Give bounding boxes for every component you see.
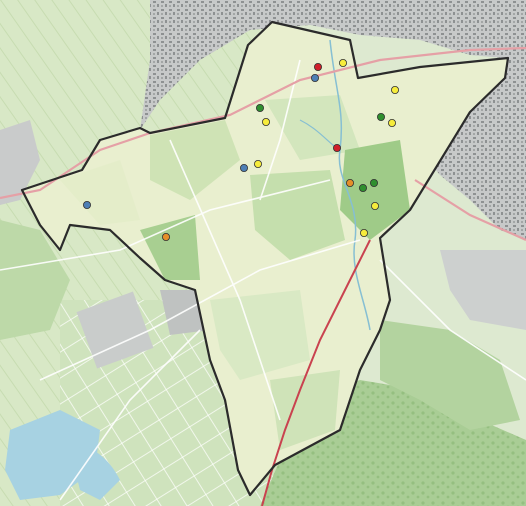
- map-marker-yellow[interactable]: [387, 119, 396, 128]
- map-marker-yellow[interactable]: [261, 118, 270, 127]
- map-marker-green[interactable]: [358, 183, 367, 192]
- map-marker-red[interactable]: [313, 63, 322, 72]
- map-marker-yellow[interactable]: [390, 86, 399, 95]
- map-marker-red[interactable]: [332, 143, 341, 152]
- map-marker-orange[interactable]: [345, 178, 354, 187]
- map-marker-blue[interactable]: [83, 200, 92, 209]
- urban-area-north: [140, 0, 526, 130]
- minor-roads: [0, 59, 526, 501]
- map-marker-yellow[interactable]: [253, 159, 262, 168]
- main-road-east: [414, 179, 526, 242]
- map-marker-blue[interactable]: [310, 74, 319, 83]
- map-marker-yellow[interactable]: [338, 59, 347, 68]
- industrial-site: [76, 291, 154, 369]
- forest-west: [0, 220, 70, 340]
- forest-east: [380, 320, 520, 430]
- markers-layer: [83, 59, 399, 241]
- study-area-green-field-2: [250, 170, 345, 260]
- study-area-green-field-4: [340, 140, 410, 240]
- study-area-green-field-7: [270, 370, 340, 450]
- study-area-green-field-8: [60, 160, 140, 225]
- map-marker-green[interactable]: [376, 113, 385, 122]
- study-area-green-field-1: [150, 120, 240, 200]
- map-marker-yellow[interactable]: [370, 201, 379, 210]
- urban-area-southeast: [440, 250, 526, 330]
- study-area-green-field-6: [210, 290, 310, 380]
- study-area-green-field-5: [140, 215, 200, 280]
- map-marker-green[interactable]: [369, 178, 378, 187]
- map-marker-green[interactable]: [255, 104, 264, 113]
- study-area-boundary: [20, 20, 510, 497]
- stream: [329, 39, 371, 331]
- study-area-fill: [22, 22, 508, 495]
- map-marker-orange[interactable]: [161, 232, 170, 241]
- map-marker-blue[interactable]: [239, 163, 248, 172]
- lake-channel: [70, 447, 120, 500]
- urban-area-west-edge: [0, 120, 40, 205]
- map-marker-yellow[interactable]: [359, 228, 368, 237]
